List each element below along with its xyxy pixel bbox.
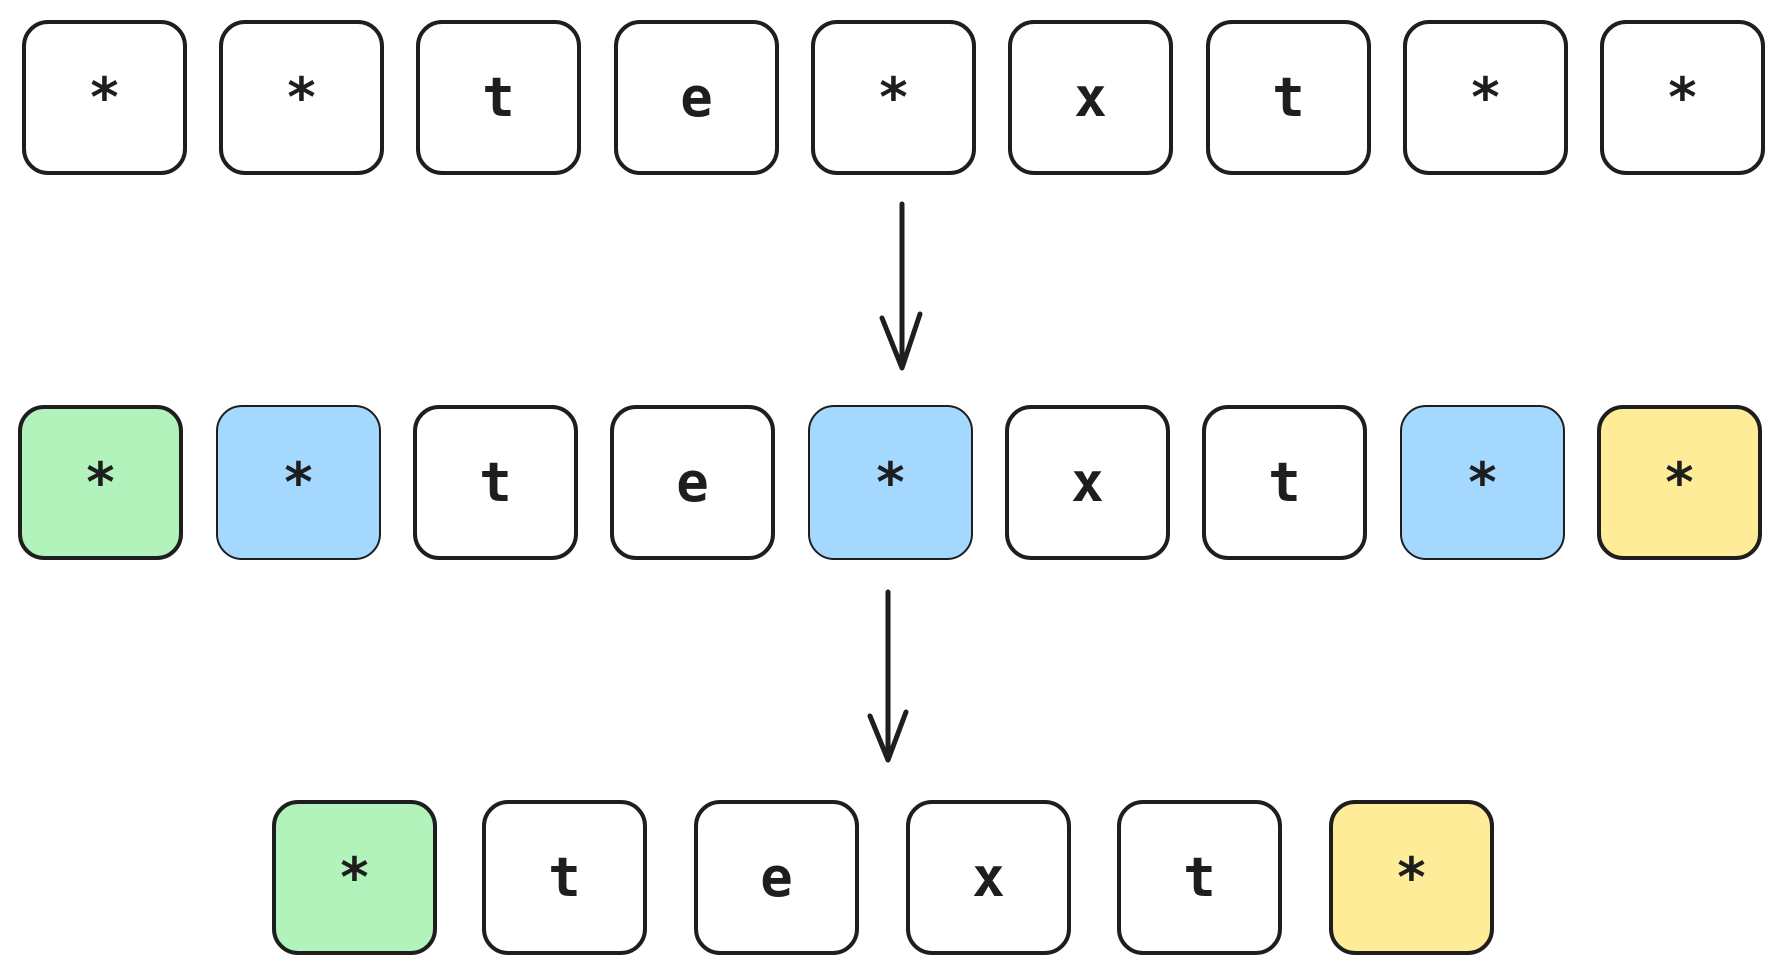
- char-glyph: *: [1666, 65, 1699, 129]
- char-glyph: x: [1074, 65, 1107, 129]
- char-cell: x: [1005, 405, 1170, 560]
- char-cell: *: [1600, 20, 1765, 175]
- row-original: * * t e * x t * *: [0, 20, 1791, 180]
- char-glyph: *: [1469, 65, 1502, 129]
- char-glyph: *: [84, 450, 117, 514]
- char-cell: x: [1008, 20, 1173, 175]
- char-glyph: *: [285, 65, 318, 129]
- char-glyph: *: [338, 845, 371, 909]
- arrow-down-icon: [867, 589, 909, 763]
- char-glyph: *: [1395, 845, 1428, 909]
- char-glyph: t: [548, 845, 581, 909]
- char-cell: *: [18, 405, 183, 560]
- char-cell: e: [694, 800, 859, 955]
- char-glyph: t: [1272, 65, 1305, 129]
- char-glyph: *: [1466, 450, 1499, 514]
- char-cell: *: [1400, 405, 1565, 560]
- row-highlighted: * * t e * x t * *: [0, 405, 1791, 565]
- char-cell: *: [811, 20, 976, 175]
- char-cell: *: [22, 20, 187, 175]
- char-glyph: *: [1663, 450, 1696, 514]
- char-cell: *: [272, 800, 437, 955]
- char-cell: e: [610, 405, 775, 560]
- char-glyph: e: [680, 65, 713, 129]
- char-glyph: *: [88, 65, 121, 129]
- char-cell: t: [1202, 405, 1367, 560]
- char-glyph: *: [282, 450, 315, 514]
- char-cell: e: [614, 20, 779, 175]
- char-glyph: e: [676, 450, 709, 514]
- char-glyph: t: [1183, 845, 1216, 909]
- char-glyph: t: [479, 450, 512, 514]
- char-glyph: x: [1071, 450, 1104, 514]
- char-cell: t: [1206, 20, 1371, 175]
- char-cell: t: [1117, 800, 1282, 955]
- char-glyph: e: [760, 845, 793, 909]
- char-cell: t: [413, 405, 578, 560]
- char-cell: *: [1403, 20, 1568, 175]
- char-cell: t: [482, 800, 647, 955]
- char-glyph: *: [874, 450, 907, 514]
- char-cell: *: [216, 405, 381, 560]
- char-cell: *: [219, 20, 384, 175]
- char-cell: x: [906, 800, 1071, 955]
- char-cell: t: [416, 20, 581, 175]
- row-result: * t e x t *: [0, 800, 1791, 960]
- char-glyph: t: [1268, 450, 1301, 514]
- arrow-down-icon: [879, 201, 923, 371]
- char-glyph: t: [482, 65, 515, 129]
- char-glyph: x: [972, 845, 1005, 909]
- char-cell: *: [808, 405, 973, 560]
- char-cell: *: [1329, 800, 1494, 955]
- char-glyph: *: [877, 65, 910, 129]
- char-cell: *: [1597, 405, 1762, 560]
